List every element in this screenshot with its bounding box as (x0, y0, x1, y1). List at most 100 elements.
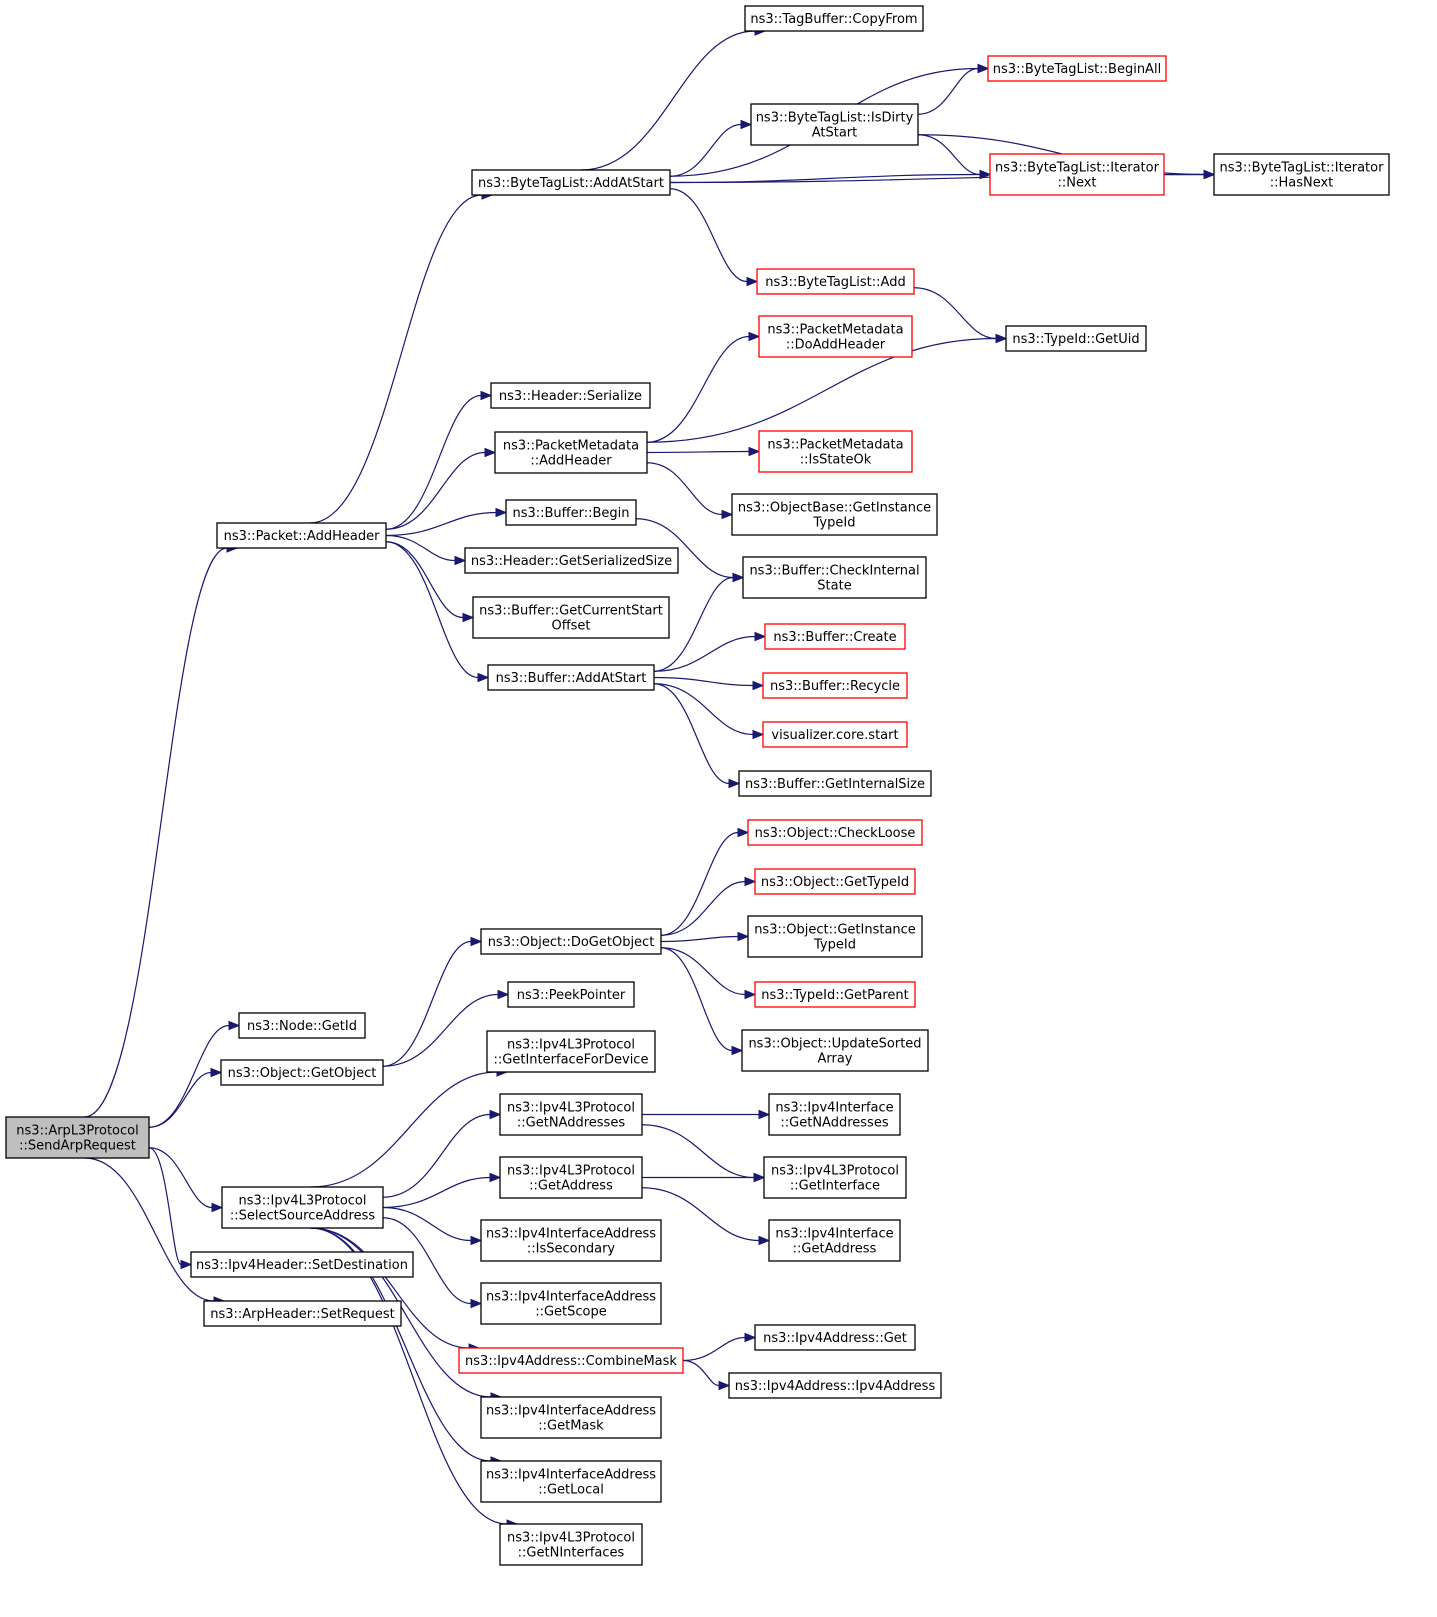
function-node-ipv4address-get[interactable]: ns3::Ipv4Address::Get (754, 1324, 916, 1351)
edge-line (84, 1157, 215, 1302)
edge-line (310, 1227, 508, 1525)
call-edge-packet-addheader-to-btl-addatstart (309, 190, 494, 524)
function-node-pm-doaddheader[interactable]: ns3::PacketMetadata::DoAddHeader (758, 315, 913, 358)
node-label: ns3::Object::UpdateSorted (748, 1037, 921, 1052)
node-label: ::Next (1057, 176, 1096, 191)
node-label: ns3::TypeId::GetParent (761, 988, 909, 1003)
edge-arrowhead (732, 572, 745, 583)
function-node-arpheader-setrequest[interactable]: ns3::ArpHeader::SetRequest (203, 1300, 402, 1327)
node-label: ns3::Buffer::Recycle (770, 679, 900, 694)
edge-arrowhead (737, 827, 750, 838)
node-label: ::GetInterface (790, 1179, 880, 1194)
function-node-btl-add[interactable]: ns3::ByteTagList::Add (756, 268, 915, 295)
call-edge-object-dogetobject-to-object-checkloose (660, 827, 750, 936)
edge-line (385, 541, 479, 679)
function-node-buffer-recycle[interactable]: ns3::Buffer::Recycle (762, 672, 908, 699)
function-node-ipv4ifaddr-getlocal[interactable]: ns3::Ipv4InterfaceAddress::GetLocal (480, 1460, 662, 1503)
edge-arrowhead (497, 989, 510, 1000)
function-node-ipv4header-setdestination[interactable]: ns3::Ipv4Header::SetDestination (190, 1251, 414, 1278)
edge-line (385, 541, 464, 619)
function-node-object-getobject[interactable]: ns3::Object::GetObject (220, 1059, 384, 1086)
function-node-ipv4ifaddr-getscope[interactable]: ns3::Ipv4InterfaceAddress::GetScope (480, 1282, 662, 1325)
function-node-header-getserializedsize[interactable]: ns3::Header::GetSerializedSize (464, 547, 679, 574)
function-node-ipv4l3-getinterfacefordevice[interactable]: ns3::Ipv4L3Protocol::GetInterfaceForDevi… (486, 1030, 656, 1073)
node-label: ns3::ByteTagList::IsDirty (756, 111, 914, 126)
function-node-pm-addheader[interactable]: ns3::PacketMetadata::AddHeader (494, 431, 648, 474)
node-label: Offset (551, 619, 590, 634)
node-label: ns3::ArpL3Protocol (16, 1124, 138, 1139)
function-node-btl-iter-next[interactable]: ns3::ByteTagList::Iterator::Next (989, 153, 1165, 196)
edge-line (310, 1227, 492, 1398)
function-node-ipv4if-getnaddresses[interactable]: ns3::Ipv4Interface::GetNAddresses (768, 1093, 901, 1136)
node-label: ::GetAddress (793, 1242, 877, 1257)
node-box (741, 1029, 929, 1072)
function-node-buffer-addatstart[interactable]: ns3::Buffer::AddAtStart (487, 664, 655, 691)
call-edge-btl-isdirty-to-btl-beginall (917, 63, 990, 115)
call-edge-ipv4address-combinemask-to-ipv4address-get (682, 1332, 757, 1362)
node-box (190, 1251, 414, 1278)
function-node-typeid-getparent[interactable]: ns3::TypeId::GetParent (754, 981, 916, 1008)
function-node-tagbuffer-copyfrom[interactable]: ns3::TagBuffer::CopyFrom (744, 5, 924, 32)
function-node-ipv4l3-getnaddresses[interactable]: ns3::Ipv4L3Protocol::GetNAddresses (499, 1093, 643, 1136)
function-node-ipv4l3-selectsourceaddress[interactable]: ns3::Ipv4L3Protocol::SelectSourceAddress (221, 1186, 384, 1229)
function-node-object-checkloose[interactable]: ns3::Object::CheckLoose (747, 819, 923, 846)
node-box (754, 981, 916, 1008)
node-label: ::DoAddHeader (786, 338, 886, 353)
edge-arrowhead (211, 1202, 224, 1213)
function-node-typeid-getuid[interactable]: ns3::TypeId::GetUid (1005, 325, 1147, 352)
node-label: ns3::ByteTagList::Iterator (995, 161, 1160, 176)
function-node-header-serialize[interactable]: ns3::Header::Serialize (490, 382, 651, 409)
node-label: ns3::PacketMetadata (767, 323, 903, 338)
node-label: ns3::TagBuffer::CopyFrom (750, 12, 917, 27)
edge-line (382, 1217, 472, 1305)
function-node-pm-isstateok[interactable]: ns3::PacketMetadata::IsStateOk (758, 430, 913, 473)
function-node-ipv4l3-getninterfaces[interactable]: ns3::Ipv4L3Protocol::GetNInterfaces (499, 1523, 643, 1566)
function-node-ipv4ifaddr-getmask[interactable]: ns3::Ipv4InterfaceAddress::GetMask (480, 1396, 662, 1439)
node-box (480, 1396, 662, 1439)
function-node-ipv4address-combinemask[interactable]: ns3::Ipv4Address::CombineMask (458, 1347, 684, 1374)
call-edge-packet-addheader-to-buffer-getcurrentstartoffset (385, 541, 475, 623)
function-node-buffer-create[interactable]: ns3::Buffer::Create (764, 623, 906, 650)
function-node-peekpointer[interactable]: ns3::PeekPointer (507, 981, 635, 1008)
function-node-visualizer-core-start[interactable]: visualizer.core.start (762, 721, 908, 748)
node-box (490, 382, 651, 409)
call-edge-ipv4l3-selectsourceaddress-to-ipv4ifaddr-issecondary (382, 1206, 483, 1246)
function-node-ipv4if-getaddress[interactable]: ns3::Ipv4Interface::GetAddress (768, 1219, 901, 1262)
edge-line (669, 123, 742, 177)
function-node-ipv4l3-getinterface[interactable]: ns3::Ipv4L3Protocol::GetInterface (763, 1156, 907, 1199)
edge-arrowhead (744, 1332, 757, 1343)
node-label: ns3::Buffer::GetInternalSize (745, 777, 925, 792)
function-node-buffer-begin[interactable]: ns3::Buffer::Begin (505, 499, 637, 526)
function-node-ipv4ifaddr-issecondary[interactable]: ns3::Ipv4InterfaceAddress::IsSecondary (480, 1219, 662, 1262)
node-box (486, 1030, 656, 1073)
function-node-node-getid[interactable]: ns3::Node::GetId (238, 1012, 366, 1039)
edge-arrowhead (495, 507, 508, 518)
node-box (216, 522, 387, 549)
function-node-ipv4address-ipv4address[interactable]: ns3::Ipv4Address::Ipv4Address (728, 1372, 942, 1399)
function-node-root[interactable]: ns3::ArpL3Protocol::SendArpRequest (5, 1116, 150, 1159)
node-box (768, 1093, 901, 1136)
node-label: ::GetScope (535, 1305, 607, 1320)
function-node-packet-addheader[interactable]: ns3::Packet::AddHeader (216, 522, 387, 549)
function-node-btl-beginall[interactable]: ns3::ByteTagList::BeginAll (987, 55, 1167, 82)
function-node-object-gettypeid[interactable]: ns3::Object::GetTypeId (754, 868, 916, 895)
function-node-btl-iter-hasnext[interactable]: ns3::ByteTagList::Iterator::HasNext (1213, 153, 1390, 196)
edge-line (382, 1206, 472, 1242)
node-box (989, 153, 1165, 196)
function-node-ipv4l3-getaddress[interactable]: ns3::Ipv4L3Protocol::GetAddress (499, 1156, 643, 1199)
edge-arrowhead (228, 1020, 241, 1031)
node-box (764, 623, 906, 650)
function-node-btl-addatstart[interactable]: ns3::ByteTagList::AddAtStart (471, 169, 671, 196)
edge-line (382, 993, 499, 1067)
call-edge-buffer-addatstart-to-visualizer-core-start (653, 683, 765, 740)
function-node-buffer-getinternalsize[interactable]: ns3::Buffer::GetInternalSize (738, 770, 932, 797)
node-box (5, 1116, 150, 1159)
function-node-object-dogetobject[interactable]: ns3::Object::DoGetObject (480, 928, 662, 955)
node-box (220, 1059, 384, 1086)
